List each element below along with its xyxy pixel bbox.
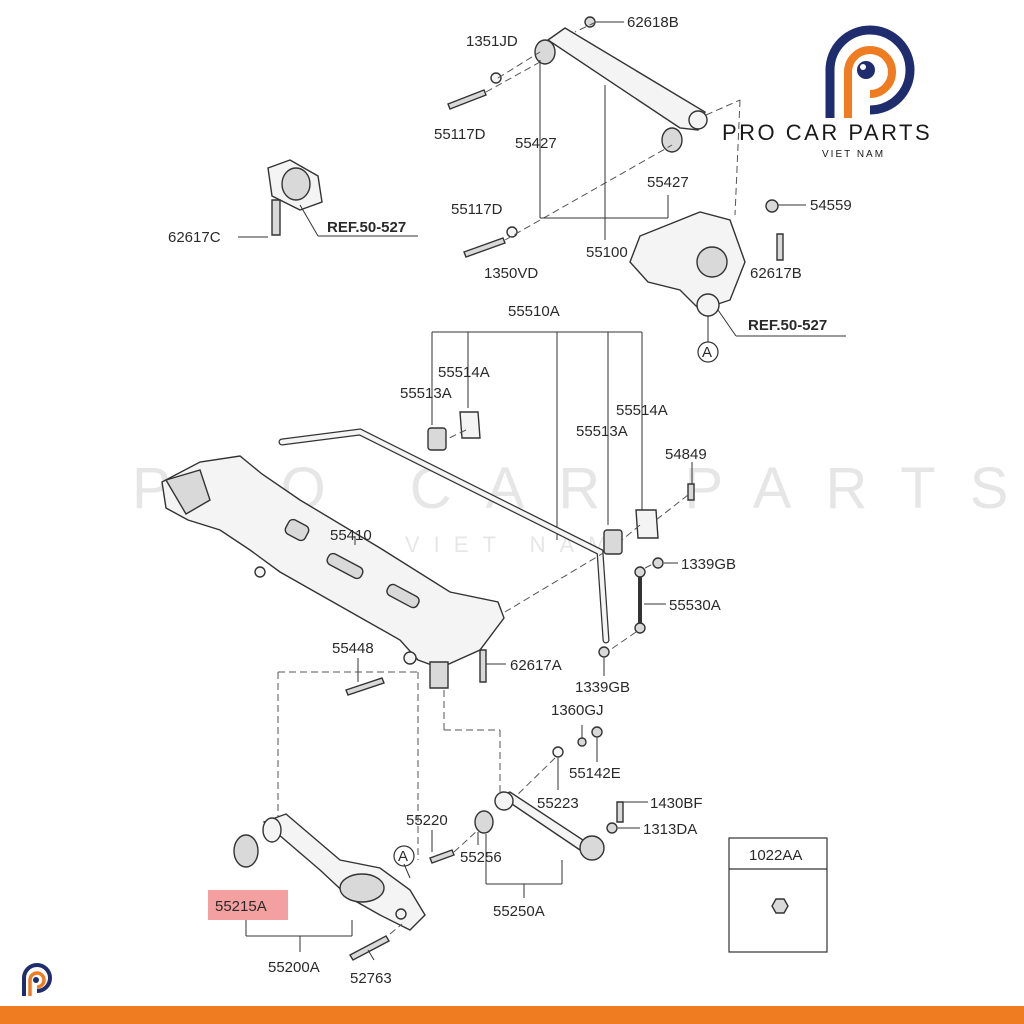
clip-1360GJ — [577, 737, 587, 747]
brand-tagline: VIET NAM — [822, 149, 885, 160]
label-ref-right: REF.50-527 — [748, 317, 827, 334]
bolt-52763 — [349, 935, 390, 961]
nut-1313DA — [606, 822, 618, 834]
label-1339GB-top: 1339GB — [681, 556, 736, 573]
brand-logo: PRO CAR PARTS VIET NAM — [722, 25, 932, 160]
logo-p-inner — [844, 46, 896, 118]
label-55117D-top: 55117D — [434, 126, 486, 143]
label-55200A: 55200A — [268, 959, 320, 976]
bolt-55220 — [429, 849, 455, 864]
bolt-62617B — [776, 233, 784, 261]
label-ref-left: REF.50-527 — [327, 219, 406, 236]
label-55513A-right: 55513A — [576, 423, 628, 440]
label-1339GB-bottom: 1339GB — [575, 679, 630, 696]
label-55427-left: 55427 — [515, 135, 557, 152]
logo-eye — [857, 61, 875, 79]
label-55448: 55448 — [332, 640, 374, 657]
label-55250A: 55250A — [493, 903, 545, 920]
label-1022AA: 1022AA — [749, 847, 802, 864]
highlight-55215A — [208, 890, 288, 920]
label-52763: 52763 — [350, 970, 392, 987]
knuckle — [629, 211, 746, 311]
label-55514A-left: 55514A — [438, 364, 490, 381]
washer-1350VD — [506, 226, 518, 238]
nut-62618B — [584, 16, 596, 28]
nut-55142E — [591, 726, 603, 738]
trailing-link-group — [429, 725, 648, 898]
pin-1430BF — [616, 801, 624, 823]
nut-54559 — [765, 199, 779, 213]
label-62617B: 62617B — [750, 265, 802, 282]
lower-arm-group — [233, 813, 426, 961]
bolt-55448 — [345, 677, 385, 696]
label-1351JD: 1351JD — [466, 33, 518, 50]
label-1313DA: 1313DA — [643, 821, 697, 838]
upper-control-arm — [546, 27, 706, 131]
bolt-55117D-top — [447, 89, 487, 110]
label-54849: 54849 — [665, 446, 707, 463]
bolt-62617A — [479, 649, 487, 683]
bushing-55427-left — [534, 39, 556, 65]
brand-bottom-bar — [0, 1006, 1024, 1024]
stabilizer-group — [278, 331, 695, 644]
bushing-55513A-left — [427, 427, 447, 451]
bolt-55117D-mid — [463, 237, 506, 258]
bracket-62617C-group — [238, 159, 418, 238]
label-55514A-right: 55514A — [616, 402, 668, 419]
washer-1351JD — [490, 72, 502, 84]
label-55117D-mid: 55117D — [451, 201, 503, 218]
subframe-group — [161, 455, 506, 696]
label-54559: 54559 — [810, 197, 852, 214]
clamp-55514A-left — [459, 411, 481, 439]
label-1350VD: 1350VD — [484, 265, 538, 282]
label-55510A: 55510A — [508, 303, 560, 320]
label-55220: 55220 — [406, 812, 448, 829]
alignment-lines — [277, 671, 556, 860]
upper-arm-group — [447, 16, 741, 258]
logo-p-outer — [825, 25, 915, 118]
label-55256: 55256 — [460, 849, 502, 866]
nut-1339GB-bottom — [598, 646, 610, 658]
label-1430BF: 1430BF — [650, 795, 703, 812]
nut-1339GB-top — [652, 557, 664, 569]
label-55215A: 55215A — [215, 898, 267, 915]
label-62617C: 62617C — [168, 229, 221, 246]
bolt-62617C — [271, 199, 281, 236]
label-55100: 55100 — [586, 244, 628, 261]
nut-1022AA — [771, 898, 789, 914]
clamp-55514A-right — [635, 509, 659, 539]
label-55223: 55223 — [537, 795, 579, 812]
knuckle-group — [629, 199, 846, 342]
label-62617A: 62617A — [510, 657, 562, 674]
bolt-54849 — [687, 483, 695, 501]
brand-name: PRO CAR PARTS — [722, 120, 932, 145]
washer-55223 — [552, 746, 564, 758]
callout-a-top — [697, 341, 719, 363]
bushing-55256 — [474, 810, 494, 834]
label-55530A: 55530A — [669, 597, 721, 614]
label-55410: 55410 — [330, 527, 372, 544]
label-1360GJ: 1360GJ — [551, 702, 604, 719]
small-logo-icon — [22, 963, 52, 996]
callout-a-bottom — [393, 845, 415, 867]
bushing-55215A — [233, 834, 259, 868]
stabilizer-link-group — [598, 557, 678, 676]
label-a-top: A — [702, 344, 712, 361]
label-a-bottom: A — [398, 848, 408, 865]
label-62618B: 62618B — [627, 14, 679, 31]
subframe-mount-bushing — [429, 661, 449, 689]
part-box-1022AA — [728, 837, 828, 953]
label-55427-right: 55427 — [647, 174, 689, 191]
label-55513A-left: 55513A — [400, 385, 452, 402]
bushing-55427-right — [661, 127, 683, 153]
ball-joint — [579, 835, 605, 861]
bushing-55513A-right — [603, 529, 623, 555]
label-55142E: 55142E — [569, 765, 621, 782]
